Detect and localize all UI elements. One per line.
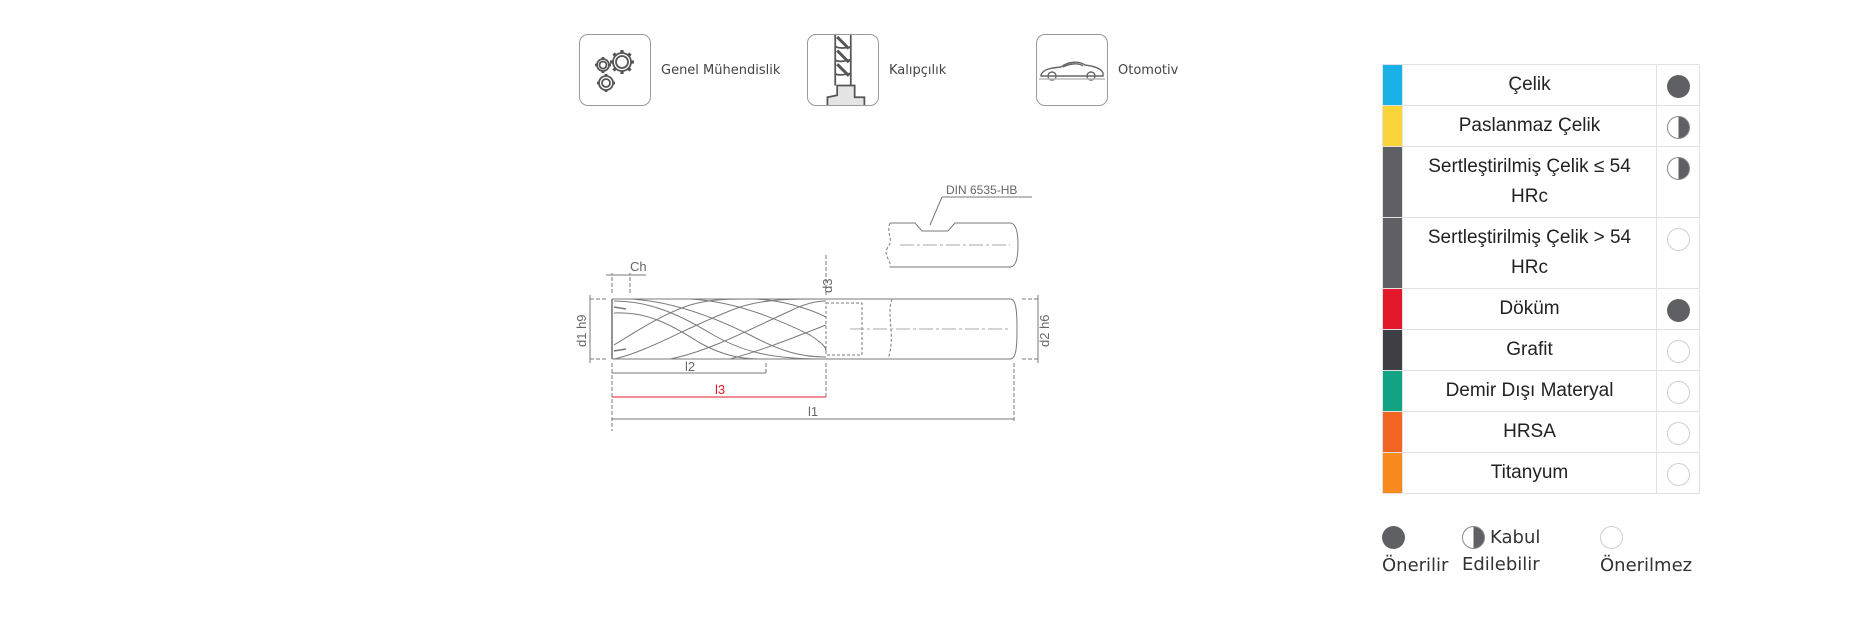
material-rating xyxy=(1656,64,1700,106)
mold-drill-icon xyxy=(807,34,879,106)
application-label: Genel Mühendislik xyxy=(661,62,781,78)
material-rating xyxy=(1656,146,1700,218)
flutes xyxy=(613,298,827,360)
material-color-swatch xyxy=(1382,64,1403,106)
material-row: Paslanmaz Çelik xyxy=(1382,105,1700,147)
half-circle-icon xyxy=(1462,526,1485,549)
material-row: Çelik xyxy=(1382,64,1700,106)
material-color-swatch xyxy=(1382,370,1403,412)
material-color-swatch xyxy=(1382,146,1403,218)
full-circle-icon xyxy=(1666,75,1690,98)
material-name: Sertleştirilmiş Çelik ≤ 54 HRc xyxy=(1402,146,1657,218)
material-row: Sertleştirilmiş Çelik > 54 HRc xyxy=(1382,217,1700,289)
shank-end xyxy=(1009,298,1018,360)
application-mold-making: Kalıpçılık xyxy=(807,34,946,106)
material-name: Grafit xyxy=(1402,329,1657,371)
legend-label: Kabul Edilebilir xyxy=(1462,527,1541,575)
half-circle-icon xyxy=(1666,116,1690,139)
material-rating xyxy=(1656,329,1700,371)
material-name: Döküm xyxy=(1402,288,1657,330)
d2-label: d2 h6 xyxy=(1037,314,1052,347)
end-mill-drawing: DIN 6535-HB Ch d3 d1 h9 d2 h6 l2 xyxy=(574,183,1052,431)
l3-label: l3 xyxy=(715,382,725,397)
car-icon xyxy=(1036,34,1108,106)
empty-circle-icon xyxy=(1600,526,1623,549)
empty-circle-icon xyxy=(1666,422,1690,445)
application-label: Otomotiv xyxy=(1118,62,1179,78)
half-circle-icon xyxy=(1666,157,1690,180)
break-line xyxy=(887,298,893,360)
application-automotive: Otomotiv xyxy=(1036,34,1178,106)
material-name: Sertleştirilmiş Çelik > 54 HRc xyxy=(1402,217,1657,289)
material-rating xyxy=(1656,217,1700,289)
legend-not-recommended: Önerilmez xyxy=(1600,526,1692,576)
material-name: Demir Dışı Materyal xyxy=(1402,370,1657,412)
material-rating xyxy=(1656,452,1700,494)
application-label: Kalıpçılık xyxy=(889,62,947,78)
gears-icon xyxy=(579,34,651,106)
material-color-swatch xyxy=(1382,329,1403,371)
full-circle-icon xyxy=(1382,526,1405,549)
ch-label: Ch xyxy=(630,259,647,274)
legend-acceptable: Kabul Edilebilir xyxy=(1462,524,1552,578)
material-color-swatch xyxy=(1382,452,1403,494)
material-color-swatch xyxy=(1382,217,1403,289)
empty-circle-icon xyxy=(1666,340,1690,363)
material-color-swatch xyxy=(1382,288,1403,330)
material-name: Titanyum xyxy=(1402,452,1657,494)
l1-label: l1 xyxy=(808,404,818,419)
full-circle-icon xyxy=(1666,299,1690,322)
material-row: HRSA xyxy=(1382,411,1700,453)
material-rating xyxy=(1656,288,1700,330)
material-row: Demir Dışı Materyal xyxy=(1382,370,1700,412)
shank-detail xyxy=(890,222,1019,268)
d1-label: d1 h9 xyxy=(574,314,589,347)
din-standard-label: DIN 6535-HB xyxy=(946,183,1017,197)
legend-label: Önerilmez xyxy=(1600,555,1693,576)
neck-relief xyxy=(825,302,863,356)
legend-label: Önerilir xyxy=(1382,555,1449,576)
empty-circle-icon xyxy=(1666,228,1690,251)
material-color-swatch xyxy=(1382,105,1403,147)
material-rating xyxy=(1656,370,1700,412)
din-leader-line xyxy=(929,196,943,226)
d3-label: d3 xyxy=(820,279,835,293)
material-rating xyxy=(1656,411,1700,453)
material-row: Titanyum xyxy=(1382,452,1700,494)
material-name: HRSA xyxy=(1402,411,1657,453)
material-row: Grafit xyxy=(1382,329,1700,371)
material-rating xyxy=(1656,105,1700,147)
material-name: Çelik xyxy=(1402,64,1657,106)
material-color-swatch xyxy=(1382,411,1403,453)
l2-label: l2 xyxy=(685,359,695,374)
application-general-engineering: Genel Mühendislik xyxy=(579,34,780,106)
material-row: Sertleştirilmiş Çelik ≤ 54 HRc xyxy=(1382,146,1700,218)
material-name: Paslanmaz Çelik xyxy=(1402,105,1657,147)
material-row: Döküm xyxy=(1382,288,1700,330)
empty-circle-icon xyxy=(1666,381,1690,404)
legend-recommended: Önerilir xyxy=(1382,526,1448,576)
empty-circle-icon xyxy=(1666,463,1690,486)
break-line xyxy=(885,222,891,268)
